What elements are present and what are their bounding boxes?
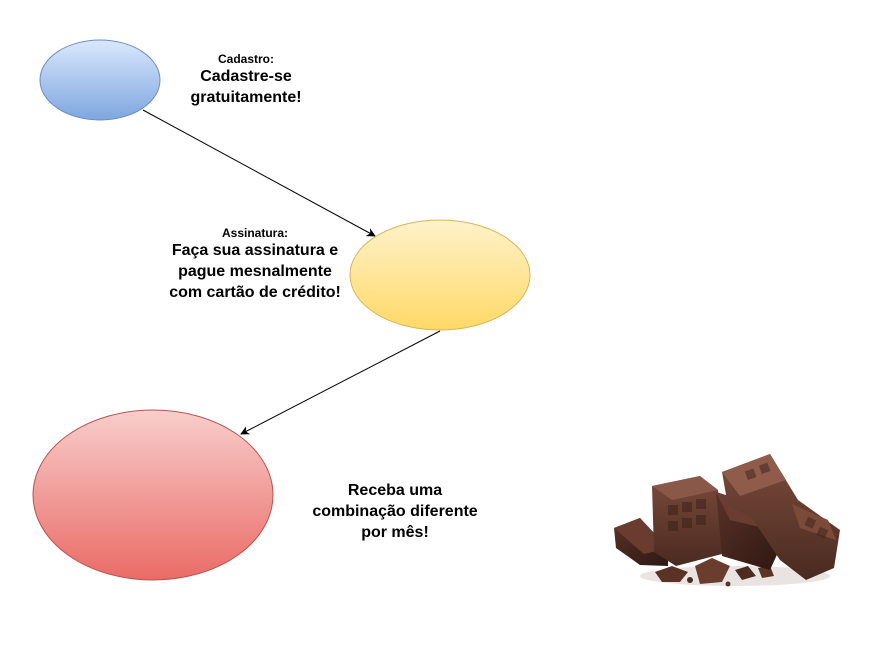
arrow-cadastro-to-assinatura: [142, 109, 376, 237]
node-entrega[interactable]: [32, 409, 274, 581]
chocolate-pieces-image: [614, 454, 840, 587]
arrow-assinatura-to-entrega: [240, 330, 441, 435]
cadastro-text: Cadastre-se gratuitamente!: [190, 68, 302, 106]
node-assinatura[interactable]: [349, 219, 531, 331]
cadastro-heading: Cadastro:: [217, 52, 274, 66]
node-cadastro[interactable]: [39, 39, 161, 121]
entrega-text: Receba uma combinação diferente por mês!: [312, 482, 478, 541]
label-cadastro: Cadastro: Cadastre-se gratuitamente!: [168, 52, 324, 109]
assinatura-heading: Assinatura:: [221, 226, 289, 240]
label-assinatura: Assinatura: Faça sua assinatura e pague …: [160, 226, 350, 303]
label-entrega: Receba uma combinação diferente por mês!: [300, 481, 490, 543]
assinatura-text: Faça sua assinatura e pague mesnalmente …: [169, 242, 341, 301]
